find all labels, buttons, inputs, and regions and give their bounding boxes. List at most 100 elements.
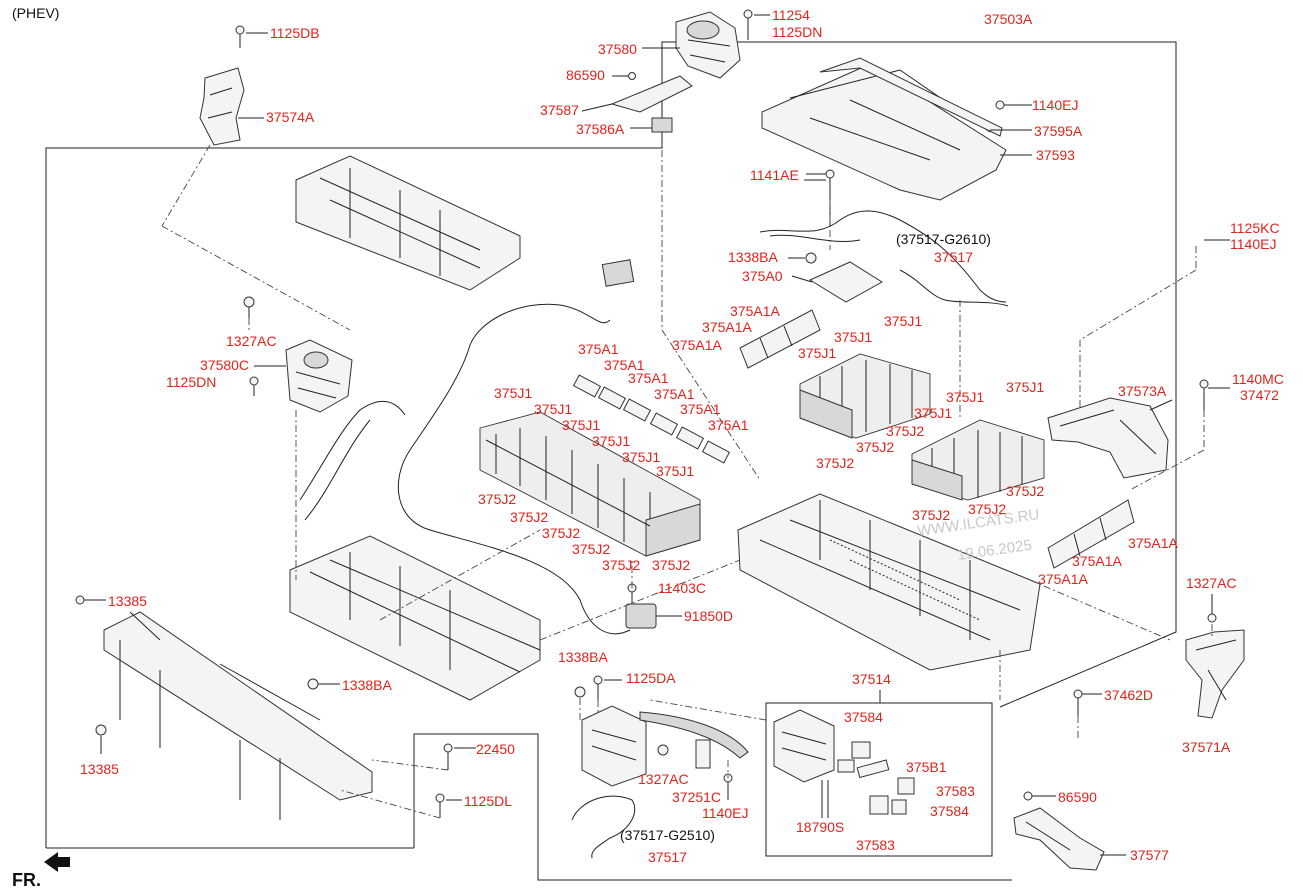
bracket-37587: [581, 72, 693, 133]
callout-37251c: 37251C: [672, 789, 721, 805]
callout-11254: 11254: [772, 7, 810, 23]
callout-37593: 37593: [1036, 147, 1075, 163]
callout-37514: 37514: [852, 671, 891, 687]
callout-375a1a-4: 375A1A: [1128, 535, 1178, 551]
callout-37583-b: 37583: [856, 837, 895, 853]
bms-375a0: [759, 169, 1009, 307]
callout-37584-b: 37584: [930, 803, 969, 819]
callout-375j1-5: 375J1: [622, 449, 660, 465]
callout-375j1-b: 375J1: [834, 329, 872, 345]
busbars-375a1a: [739, 309, 1135, 569]
callout-13385-a: 13385: [108, 593, 147, 609]
blower-37580: [642, 9, 770, 79]
callout-1125db: 1125DB: [270, 25, 320, 41]
callout-1338ba-b: 1338BA: [342, 677, 392, 693]
bolts-22450-1125dl: [435, 743, 476, 818]
callout-1125dl: 1125DL: [464, 793, 512, 809]
callout-37573a: 37573A: [1118, 383, 1167, 399]
front-crossmember: [75, 595, 373, 820]
callout-375j2-3: 375J2: [542, 525, 580, 541]
callout-37580c: 37580C: [200, 357, 249, 373]
callout-1327ac-c: 1327AC: [638, 771, 689, 787]
callout-375j2-4: 375J2: [572, 541, 610, 557]
callout-37462d: 37462D: [1104, 687, 1153, 703]
callout-37503a: 37503A: [984, 11, 1033, 27]
watermark-line2: 19.06.2025: [956, 537, 1033, 564]
callout-1140ej-c: 1140EJ: [702, 805, 748, 821]
callout-1327ac-b: 1327AC: [1186, 575, 1237, 591]
callout-37583-a: 37583: [936, 783, 975, 799]
battery-upper-shroud: [295, 155, 521, 291]
callout-375j2-1: 375J2: [478, 491, 516, 507]
callout-18790s: 18790S: [796, 819, 844, 835]
callout-375j2-c: 375J2: [816, 455, 854, 471]
callout-375j2-f: 375J2: [912, 507, 950, 523]
callout-91850d: 91850D: [684, 608, 733, 624]
junction-block-37251c: [571, 675, 749, 859]
callout-37472: 37472: [1240, 387, 1279, 403]
cell-modules-left: [479, 411, 701, 557]
callout-1338ba-c: 1338BA: [558, 649, 608, 665]
front-direction-indicator: FR.: [12, 852, 70, 890]
callout-375j2-a: 375J2: [886, 423, 924, 439]
duct-37573a: [1047, 379, 1209, 479]
callout-375a1a-2: 375A1A: [702, 319, 752, 335]
callout-375a1a-3: 375A1A: [672, 337, 722, 353]
callout-375j1-e: 375J1: [946, 389, 984, 405]
callout-37586a: 37586A: [576, 121, 625, 137]
duct-37577: [1013, 791, 1105, 871]
callout-375j1-f: 375J1: [914, 405, 952, 421]
callout-375j1-6: 375J1: [656, 463, 694, 479]
callout-375j1-3: 375J1: [562, 417, 600, 433]
callout-375j1-4: 375J1: [592, 433, 630, 449]
callout-375a1-2: 375A1: [604, 357, 645, 373]
callout-375j2-6: 375J2: [652, 557, 690, 573]
callout-375j2-5: 375J2: [602, 557, 640, 573]
callout-375a1a-5: 375A1A: [1072, 553, 1122, 569]
callout-1140ej-b: 1140EJ: [1230, 236, 1276, 252]
guide-lines: [161, 144, 1213, 819]
callout-13385-b: 13385: [80, 761, 119, 777]
busbars-375a1: [572, 374, 731, 464]
callout-375j2-2: 375J2: [510, 509, 548, 525]
callout-37587: 37587: [540, 102, 579, 118]
callout-1338ba: 1338BA: [728, 249, 778, 265]
callout-37595a: 37595A: [1034, 123, 1083, 139]
callout-1327ac: 1327AC: [226, 333, 277, 349]
callout-86590-b: 86590: [1058, 789, 1097, 805]
callout-1125kc: 1125KC: [1230, 220, 1280, 236]
callout-1125da: 1125DA: [626, 670, 676, 686]
callout-375j1-2: 375J1: [534, 401, 572, 417]
bolt-37462d: [1073, 689, 1083, 716]
callout-1140ej: 1140EJ: [1032, 97, 1078, 113]
callout-375j1-c: 375J1: [798, 345, 836, 361]
blower-37580c: [243, 296, 353, 413]
duct-37571a: [1185, 613, 1245, 719]
callout-375j2-d: 375J2: [1006, 483, 1044, 499]
callout-375b1: 375B1: [906, 759, 947, 775]
fr-label: FR.: [12, 870, 41, 890]
callout-37517-b: 37517: [648, 849, 687, 865]
top-cover-37593: [761, 57, 1032, 201]
callout-375j1-1: 375J1: [494, 385, 532, 401]
callout-37584-a: 37584: [844, 709, 883, 725]
part-callouts: 1125DB 37574A 11254 1125DN 37580 86590 3…: [80, 7, 1284, 865]
callout-375a0: 375A0: [742, 268, 783, 284]
callout-1140mc: 1140MC: [1232, 371, 1284, 387]
callout-1125dn: 1125DN: [772, 24, 822, 40]
callout-11403c: 11403C: [658, 580, 706, 596]
variant-label: (PHEV): [12, 5, 59, 21]
callout-1141ae: 1141AE: [750, 167, 799, 183]
callout-375a1-1: 375A1: [578, 341, 619, 357]
callout-375a1a-6: 375A1A: [1038, 571, 1088, 587]
duct-37574a: [199, 25, 268, 146]
relay-box-frame: [765, 702, 993, 857]
callout-37580: 37580: [598, 41, 637, 57]
battery-tray-left: [289, 259, 635, 701]
callout-375j1-a: 375J1: [884, 313, 922, 329]
frame-lines: [45, 41, 1177, 881]
callout-375a1-3: 375A1: [628, 370, 669, 386]
callout-375j2-e: 375J2: [968, 501, 1006, 517]
callout-86590: 86590: [566, 67, 605, 83]
